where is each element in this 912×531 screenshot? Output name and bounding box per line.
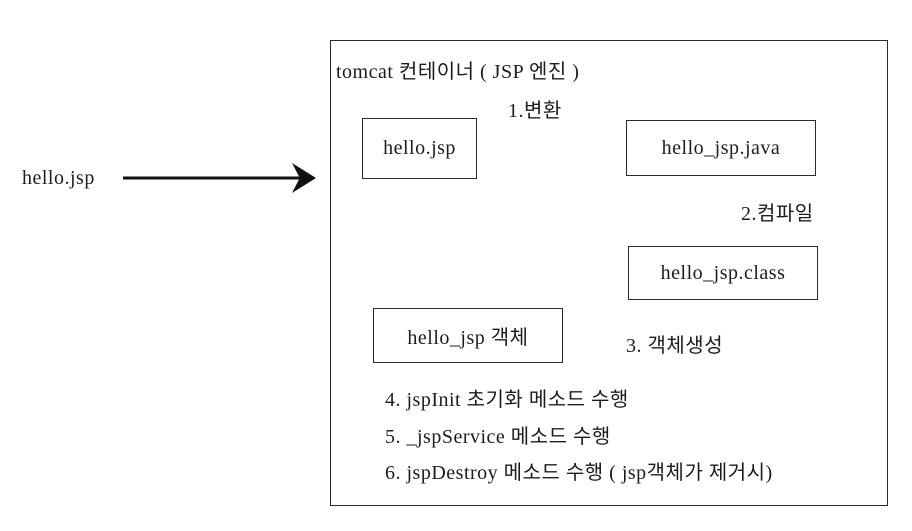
step-jspservice: 5. _jspService 메소드 수행 — [385, 426, 611, 448]
container-title: tomcat 컨테이너 ( JSP 엔진 ) — [336, 61, 580, 83]
edge-label-instantiate: 3. 객체생성 — [626, 335, 724, 357]
edge-label-compile: 2.컴파일 — [741, 203, 814, 225]
node-hello-jsp-java: hello_jsp.java — [626, 120, 816, 176]
edge-label-translate: 1.변환 — [508, 100, 562, 122]
source-file-label: hello.jsp — [22, 167, 95, 189]
node-hello-jsp-class: hello_jsp.class — [628, 246, 818, 300]
step-jspdestroy: 6. jspDestroy 메소드 수행 ( jsp객체가 제거시) — [385, 462, 773, 484]
node-hello-jsp-object: hello_jsp 객체 — [373, 308, 563, 363]
step-jspinit: 4. jspInit 초기화 메소드 수행 — [385, 389, 629, 411]
node-hello-jsp: hello.jsp — [362, 118, 477, 179]
